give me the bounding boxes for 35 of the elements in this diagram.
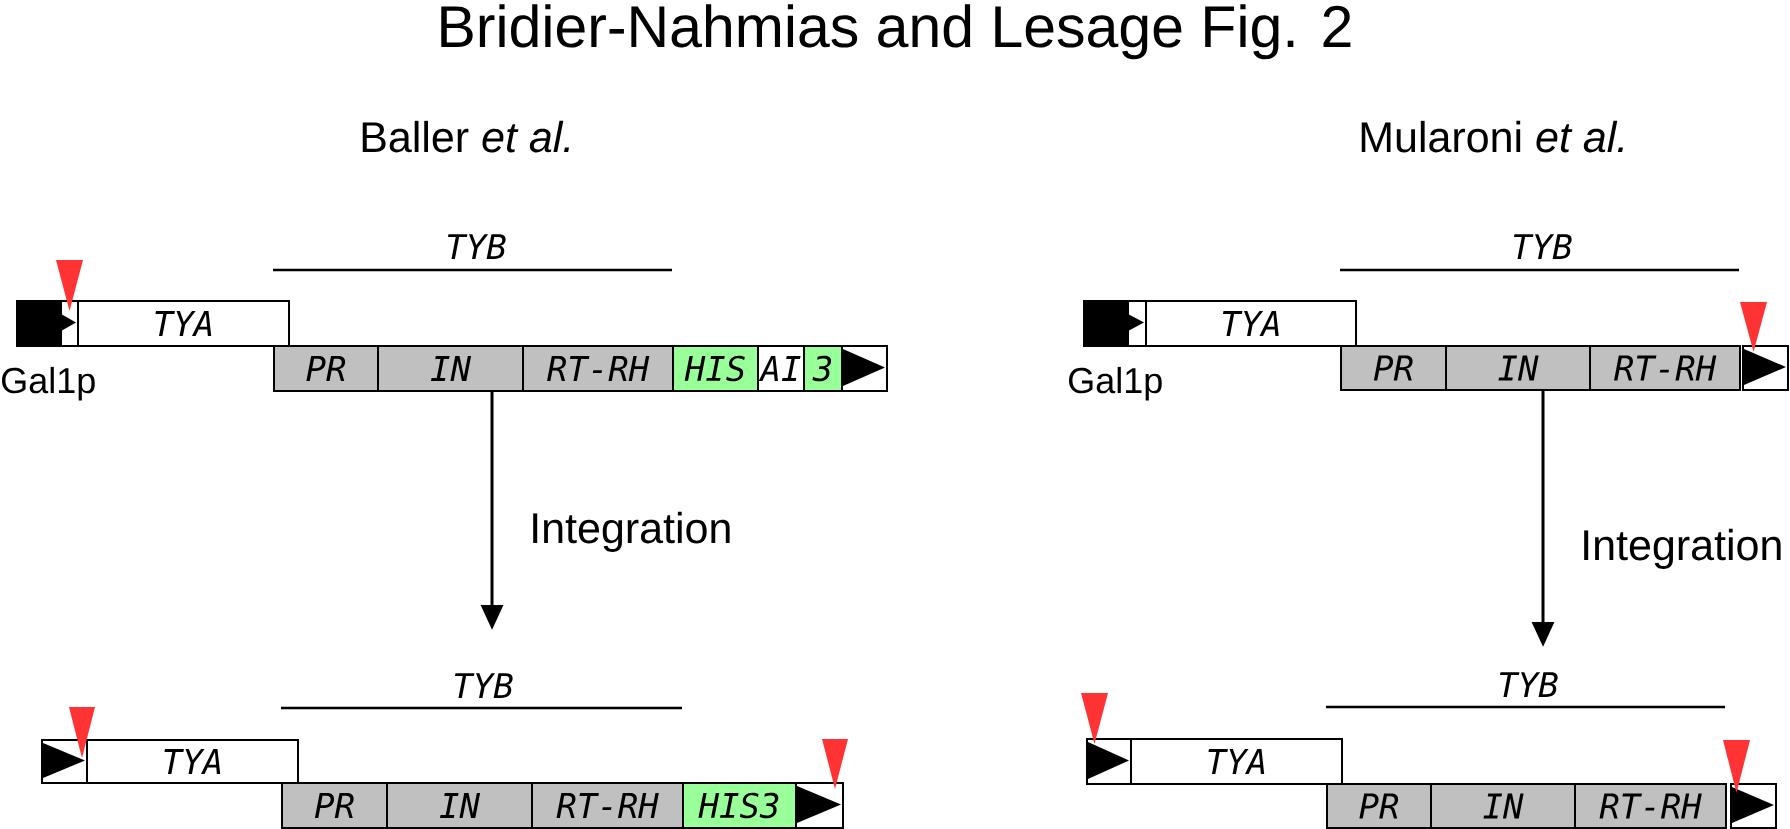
panel-heading: Mularoni et al. [1361, 120, 1623, 153]
node-label: RT-RH [1599, 793, 1702, 819]
gene-label: TYB [1499, 672, 1558, 697]
node-label: PR [1359, 793, 1399, 819]
segment-box: PR [273, 345, 379, 392]
title: Bridier-Nahmias and Lesage Fig. 2 [441, 4, 1351, 60]
segment-box: PR [1340, 345, 1447, 391]
edge-label: Integration [533, 511, 730, 552]
segment-box: 3 [803, 345, 843, 392]
promoter-block [16, 300, 79, 347]
node-label: IN [1483, 793, 1524, 819]
segment-box: RT-RH [1574, 783, 1727, 829]
gene-label: TYB [454, 673, 513, 698]
node-label: PR [314, 793, 354, 818]
segment-box: AI [757, 345, 805, 392]
segment-box: IN [386, 782, 533, 829]
node-label: IN [439, 793, 481, 818]
promoter-label: Gal1p [2, 366, 95, 401]
segment-box: RT-RH [531, 782, 684, 829]
gene-label: TYB [447, 234, 506, 259]
segment-box: HIS3 [682, 782, 797, 829]
node-label: RT-RH [556, 793, 659, 818]
segment-box: PR [1326, 783, 1432, 829]
segment-box: RT-RH [1589, 345, 1741, 391]
edge-label: Integration [1584, 528, 1781, 569]
promoter-label: Gal1p [1069, 366, 1162, 401]
gene-label: TYB [1513, 234, 1572, 259]
segment-box: RT-RH [522, 345, 674, 392]
panel-heading: Baller et al. [362, 120, 569, 153]
segment-box: IN [1430, 783, 1576, 829]
promoter-block [1083, 300, 1147, 347]
segment-box: IN [1445, 345, 1591, 391]
segment-box: HIS [672, 345, 759, 392]
segment-box: PR [281, 782, 388, 829]
segment-box: IN [377, 345, 524, 392]
